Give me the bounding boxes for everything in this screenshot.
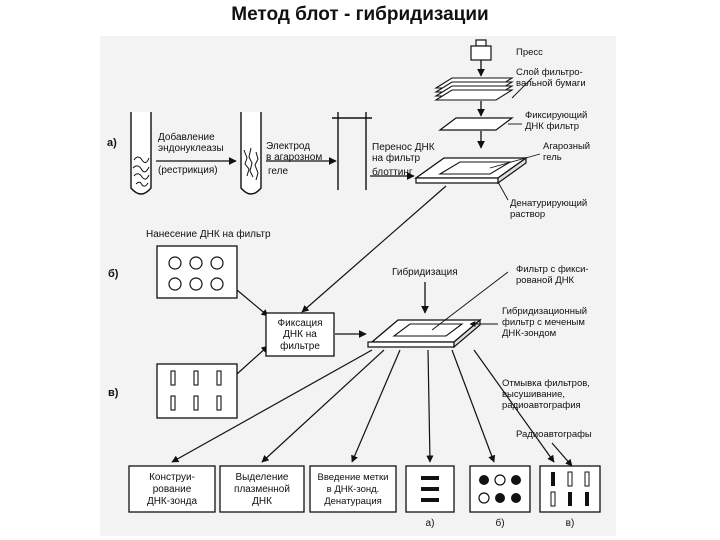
dot-filter-icon (156, 245, 238, 299)
fix-filter-label-1: Фиксирующий (525, 110, 587, 121)
blot-to-fixation-arrow (301, 185, 447, 313)
filter-fixed-label-1: Фильтр с фикси- (516, 264, 589, 275)
autoradiograph-a-icon (405, 465, 455, 513)
box2-label-2: плазменной (234, 484, 290, 495)
test-tube-2-icon (240, 112, 262, 195)
label-introduction-box (309, 465, 397, 513)
wash-label-1: Отмывка фильтров, (502, 378, 590, 389)
fixation-label-3: фильтре (280, 340, 320, 352)
row-v-marker: в) (108, 387, 119, 399)
result-v-label: в) (566, 518, 575, 529)
wash-label-2: высушивание, (502, 389, 565, 400)
box2-label-1: Выделение (236, 472, 289, 483)
gel-electrophoresis-icon (332, 112, 372, 190)
test-tube-1-icon (130, 112, 152, 195)
box1-label-2: рование (153, 484, 192, 495)
fan-arrows (171, 349, 555, 463)
step3-label-1: Перенос ДНК (372, 142, 435, 153)
filter-fixed-label-2: рованой ДНК (516, 275, 575, 286)
box3-label-1: Введение метки (318, 472, 389, 483)
press-label: Пресс (516, 47, 543, 58)
box3-label-2: в ДНК-зонд. (327, 484, 380, 495)
radio-arrow (551, 442, 573, 467)
step2-label-1: Электрод (266, 141, 310, 152)
box1-label-3: ДНК-зонда (147, 496, 198, 507)
filter-paper-stack-icon (434, 77, 514, 101)
probe-construction-box (128, 465, 216, 513)
apply-filter-label: Нанесение ДНК на фильтр (146, 228, 271, 240)
slot-filter-icon (156, 363, 238, 419)
step1-label-3: (рестрикция) (158, 165, 218, 176)
page-title: Метод блот - гибридизации (231, 4, 489, 25)
gel-label-2: гель (543, 152, 562, 163)
press-weight-icon (470, 39, 492, 61)
denat-label-1: Денатурирующий (510, 198, 587, 209)
hybridization-label: Гибридизация (392, 266, 458, 278)
paper-leader (511, 77, 533, 99)
denat-label-2: раствор (510, 209, 545, 220)
step2-label-3: геле (268, 166, 288, 177)
hyb-filter-label-1: Гибридизационный (502, 306, 587, 317)
autoradiograph-b-icon (469, 465, 531, 513)
step3-label-3: блоттинг (372, 166, 413, 178)
row-b-marker: б) (108, 268, 119, 280)
fixation-box (265, 312, 335, 357)
box2-label-3: ДНК (252, 496, 272, 507)
step2-label-2: в агарозном (266, 152, 322, 163)
wash-label-3: радиоавтография (502, 400, 581, 411)
box1-label-1: Конструи- (149, 472, 195, 483)
box3-label-3: Денатурация (324, 496, 382, 507)
radio-label: Радиоавтографы (516, 429, 592, 440)
row-a-marker: а) (107, 137, 117, 149)
fixing-filter-icon (438, 117, 514, 131)
hybridization-plate-icon (367, 318, 482, 349)
fix-filter-label-2: ДНК фильтр (525, 121, 579, 132)
filter-fixed-leader (431, 271, 509, 331)
gel-leader (489, 153, 541, 169)
denat-leader (497, 181, 509, 201)
paper-label-2: вальной бумаги (516, 78, 586, 89)
result-b-label: б) (495, 517, 504, 529)
step3-label-2: на фильтр (372, 152, 421, 164)
hyb-filter-label-3: ДНК-зондом (502, 328, 556, 339)
step1-label-2: эндонуклеазы (158, 143, 224, 154)
result-a-label: а) (426, 518, 435, 529)
gel-tray-icon (413, 156, 529, 185)
slot-to-fixation-arrow (236, 345, 269, 375)
plasmid-isolation-box (219, 465, 305, 513)
autoradiograph-v-icon (539, 465, 601, 513)
paper-label-1: Слой фильтро- (516, 67, 583, 78)
step1-label-1: Добавление (158, 131, 215, 143)
fixation-label-1: Фиксация (278, 318, 323, 329)
fixation-label-2: ДНК на (283, 329, 317, 340)
gel-label-1: Агарозный (543, 141, 590, 152)
dot-to-fixation-arrow (236, 289, 269, 317)
hyb-filter-label-2: фильтр с меченым (502, 317, 585, 328)
